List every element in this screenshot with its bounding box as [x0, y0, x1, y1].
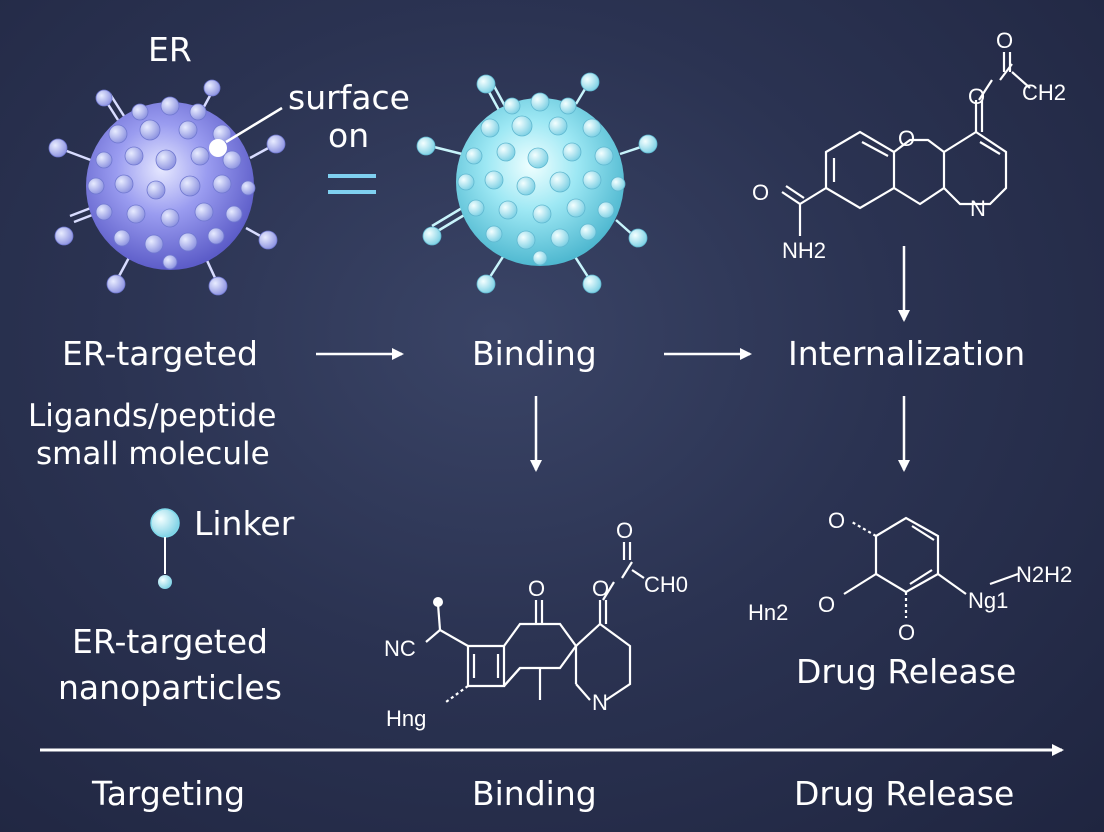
- label-binding: Binding: [472, 334, 597, 373]
- atom-o-mid1: O: [528, 576, 546, 601]
- atom-o-ring: O: [898, 126, 916, 151]
- atom-ng1: Ng1: [968, 588, 1009, 613]
- label-drug-release: Drug Release: [796, 652, 1017, 691]
- atom-n-mid: N: [592, 690, 608, 715]
- atom-o-ester: O: [968, 84, 986, 109]
- label-ligands-line2: small molecule: [36, 436, 270, 472]
- atom-hng: Hng: [386, 706, 427, 731]
- label-on: on: [328, 116, 370, 155]
- atom-ch0: CH0: [644, 572, 689, 597]
- bound-nanoparticle-cyan: [416, 72, 658, 294]
- atom-n2h2: N2H2: [1016, 562, 1073, 587]
- atom-ch2: CH2: [1022, 80, 1067, 105]
- atom-o-mid2: O: [592, 576, 610, 601]
- label-ligands-line1: Ligands/peptide: [28, 398, 277, 434]
- label-er: ER: [148, 30, 192, 69]
- er-nanoparticle-purple: [48, 79, 286, 296]
- label-er-targeted: ER-targeted: [62, 334, 258, 373]
- timeline-stage-targeting: Targeting: [92, 774, 246, 813]
- label-surface: surface: [288, 78, 410, 117]
- label-er-nano-line2: nanoparticles: [58, 668, 282, 707]
- atom-o-amide: O: [752, 180, 770, 205]
- linker-symbol: [150, 508, 180, 589]
- label-internalization: Internalization: [788, 334, 1026, 373]
- atom-o-rel3: O: [898, 620, 916, 645]
- atom-nc: NC: [384, 636, 416, 661]
- attachment-point: [433, 597, 443, 607]
- atom-nh2: NH2: [782, 238, 827, 263]
- atom-o-mid3: O: [616, 518, 634, 543]
- flow-arrows: [40, 246, 1064, 756]
- molecule-bound: [425, 542, 645, 703]
- atom-o-carbonyl: O: [996, 28, 1014, 53]
- equals-sign: [328, 174, 376, 194]
- timeline-stage-binding: Binding: [472, 774, 597, 813]
- atom-hn2: Hn2: [748, 600, 789, 625]
- atom-o-rel2: O: [818, 592, 836, 617]
- atom-o-rel1: O: [828, 508, 846, 533]
- timeline-stage-drug-release: Drug Release: [794, 774, 1015, 813]
- atom-n-top: N: [970, 196, 986, 221]
- molecule-internalized: [781, 52, 1031, 236]
- label-er-nano-line1: ER-targeted: [72, 622, 268, 661]
- label-linker: Linker: [194, 504, 295, 543]
- molecule-released: [843, 516, 1019, 618]
